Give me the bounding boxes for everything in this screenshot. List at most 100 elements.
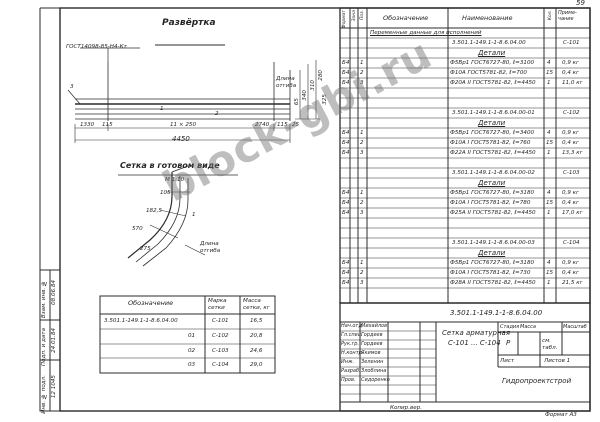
small-table-header-code: Обозначение <box>128 299 174 307</box>
bent-pos-1: 1 <box>192 212 196 218</box>
spec-group-code: 3.501.1-149.1-1-8.6.04.00-02 <box>452 170 535 176</box>
spec-row-note: 0,4 кг <box>562 200 579 206</box>
spec-row-note: 21,5 кг <box>562 280 583 286</box>
title-block-sheets: Листов 1 <box>544 358 571 364</box>
spec-row-format: Б4 <box>342 70 350 76</box>
spec-row-qty: 4 <box>547 260 551 266</box>
bent-dim-275: 275 <box>140 246 151 252</box>
spec-row-qty: 4 <box>547 130 551 136</box>
spec-group-code: 3.501.1-149.1-1-8.6.04.00-03 <box>452 240 535 246</box>
spec-row-qty: 4 <box>547 60 551 66</box>
spec-variable-data: Переменные данные для исполнений <box>370 30 482 36</box>
spec-row-name: Ф28А II ГОСТ5781-82, ℓ=4450 <box>450 280 536 286</box>
length-label-1: Длина <box>276 76 295 82</box>
bent-length-label-1: Длина <box>200 241 219 247</box>
margin-label-inv: Инв. № подл. <box>41 375 47 414</box>
title-block-role: Пров. <box>341 377 356 383</box>
spec-row-name: Ф22А II ГОСТ5781-82, ℓ=4450 <box>450 150 536 156</box>
bent-length-label-2: отгиба <box>200 248 221 254</box>
small-table-row-mass: 16,5 <box>250 318 263 324</box>
spec-row-note: 11,0 кг <box>562 80 583 86</box>
position-label-3: 3 <box>70 84 74 90</box>
bent-dim-105: 105 <box>160 190 171 196</box>
spec-header-qty: Кол. <box>548 10 553 21</box>
small-table-row-code: 03 <box>188 362 196 368</box>
spec-section-title: Детали <box>478 249 506 257</box>
title-block-name: Злоблина <box>361 368 387 374</box>
spec-row-qty: 15 <box>546 200 554 206</box>
spec-row-format: Б4 <box>342 280 350 286</box>
dim-2740: 2740 <box>255 122 270 128</box>
spec-row-qty: 1 <box>547 280 551 286</box>
spec-row-qty: 1 <box>547 80 551 86</box>
small-table-row-mass: 24,6 <box>250 348 263 354</box>
spec-header-note: Приме- чание <box>558 10 577 22</box>
dim-115-left: 115 <box>102 122 113 128</box>
title-block-role: Н.контр. <box>341 350 364 356</box>
spec-row-name: Ф5Вр1 ГОСТ6727-80, ℓ=3180 <box>450 260 535 266</box>
spec-row-pos: 3 <box>360 150 364 156</box>
spec-row-pos: 2 <box>360 140 364 146</box>
spec-row-name: Ф25А II ГОСТ5781-82, ℓ=4450 <box>450 210 536 216</box>
title-block-name: Сидоренко <box>361 377 390 383</box>
spec-header-zone: Зона <box>352 10 357 22</box>
title-block-role: Гл.спец. <box>341 332 363 338</box>
spec-row-qty: 15 <box>546 270 554 276</box>
title-block-name: Гордеев <box>361 341 383 347</box>
spec-row-pos: 1 <box>360 60 364 66</box>
spec-row-format: Б4 <box>342 260 350 266</box>
spec-row-format: Б4 <box>342 130 350 136</box>
bent-net-scale: М 1:10 <box>165 177 185 183</box>
title-block-role: Инж. <box>341 359 355 365</box>
spec-row-qty: 1 <box>547 210 551 216</box>
spec-row-name: Ф10А ГОСТ5781-82, ℓ=700 <box>450 70 527 76</box>
title-block-name: Михайлов <box>361 323 388 329</box>
title-block-name: Зеленин <box>361 359 384 365</box>
spec-row-name: Ф20А II ГОСТ5781-82, ℓ=4450 <box>450 80 536 86</box>
footer-copied: Копир.вер. <box>390 405 423 411</box>
title-block-name: Якимов <box>361 350 381 356</box>
callout-gost: ГОСТ14098-85-Н4-Кт <box>66 44 127 50</box>
dim-115-right: 115 <box>277 122 288 128</box>
spec-section-title: Детали <box>478 49 506 57</box>
margin-label-replace: Взам. инв. № <box>41 280 47 319</box>
product-marks: С-101 ... С-104 <box>448 339 501 347</box>
spec-group-code: 3.501.1-149.1-1-8.6.04.00-01 <box>452 110 535 116</box>
spec-group-mark: С-103 <box>563 170 580 176</box>
spec-header-format: Формат <box>342 10 347 29</box>
spec-row-pos: 1 <box>360 190 364 196</box>
length-label-2: отгиба <box>276 83 297 89</box>
title-block-doc-code: 3.501.1-149.1-1-8.6.04.00 <box>450 309 543 317</box>
spec-row-qty: 4 <box>547 190 551 196</box>
spec-section-title: Детали <box>478 119 506 127</box>
spec-row-name: Ф10А I ГОСТ5781-82, ℓ=760 <box>450 140 531 146</box>
dim-4450: 4450 <box>172 135 190 143</box>
spec-row-note: 0,4 кг <box>562 140 579 146</box>
spec-row-qty: 15 <box>546 70 554 76</box>
title-block-stage-header: Стадия <box>500 324 520 330</box>
title-block-scale-header: Масштаб <box>563 324 587 330</box>
spec-row-note: 0,9 кг <box>562 130 579 136</box>
title-block-role: Рук.гр. <box>341 341 359 347</box>
spec-row-note: 17,0 кг <box>562 210 583 216</box>
title-block-sheet: Лист <box>500 358 515 364</box>
spec-row-format: Б4 <box>342 80 350 86</box>
spec-row-pos: 2 <box>360 200 364 206</box>
title-block-name: Гордеев <box>361 332 383 338</box>
spec-group-code: 3.501.1-149.1-1-8.6.04.00 <box>452 40 526 46</box>
spec-row-note: 0,9 кг <box>562 260 579 266</box>
small-table-row-mark: С-104 <box>212 362 229 368</box>
page-number: 59 <box>576 0 585 7</box>
spec-row-qty: 15 <box>546 140 554 146</box>
title-block-org: Гидропроектстрой <box>502 377 572 385</box>
spec-row-name: Ф5Вр1 ГОСТ6727-80, ℓ=3400 <box>450 130 535 136</box>
spec-row-format: Б4 <box>342 270 350 276</box>
small-table-row-mark: С-103 <box>212 348 229 354</box>
dim-11x250: 11 × 250 <box>170 122 197 128</box>
spec-row-name: Ф10А I ГОСТ5781-82, ℓ=730 <box>450 270 531 276</box>
bent-net-title: Сетка в готовом виде <box>120 161 220 170</box>
position-label-1: 1 <box>160 106 164 112</box>
title-block-scale: см. табл. <box>542 338 558 351</box>
